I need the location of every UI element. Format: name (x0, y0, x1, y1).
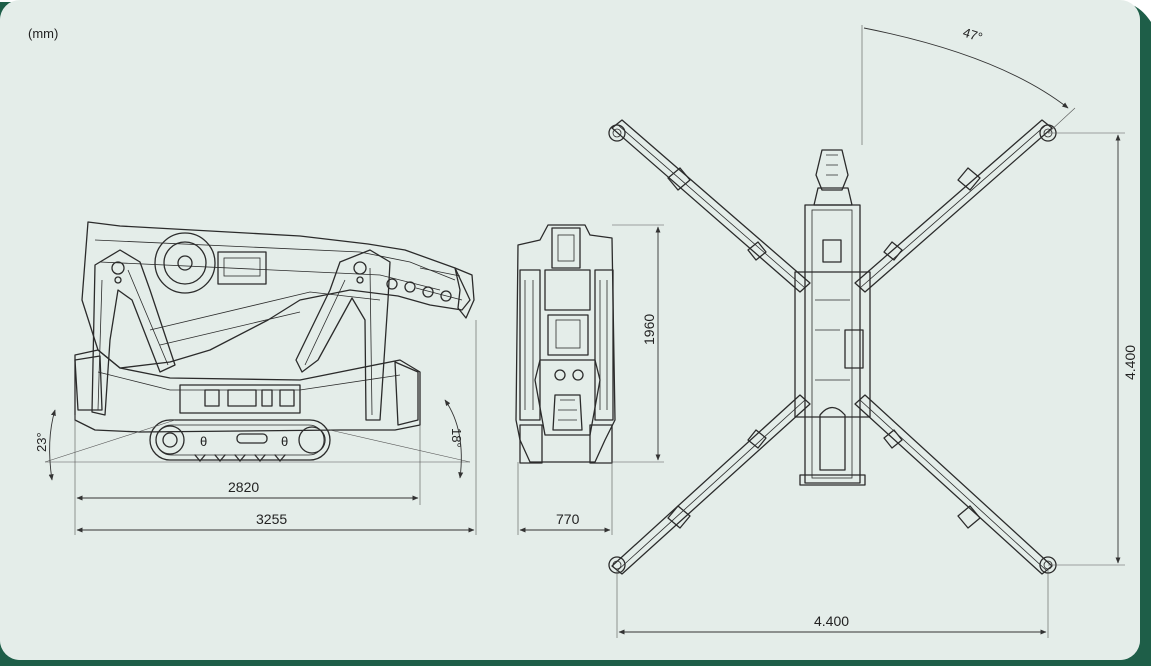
front-view: 1960 770 (515, 224, 664, 535)
dim-1960: 1960 (641, 314, 657, 345)
top-view: 47° 4.400 4.400 (608, 25, 1138, 638)
angle-23: 23° (34, 432, 49, 452)
angle-18: 18° (449, 428, 464, 448)
unit-label: (mm) (28, 26, 58, 41)
dim-4400-horizontal: 4.400 (814, 613, 849, 629)
side-view: θ θ 23° 18° 2820 3255 (34, 221, 477, 535)
dim-3255: 3255 (256, 511, 287, 527)
angle-47: 47° (961, 25, 984, 45)
dim-4400-vertical: 4.400 (1122, 345, 1138, 380)
svg-text:θ: θ (281, 434, 288, 449)
dim-770: 770 (556, 511, 580, 527)
dim-2820: 2820 (228, 479, 259, 495)
svg-text:θ: θ (200, 434, 207, 449)
